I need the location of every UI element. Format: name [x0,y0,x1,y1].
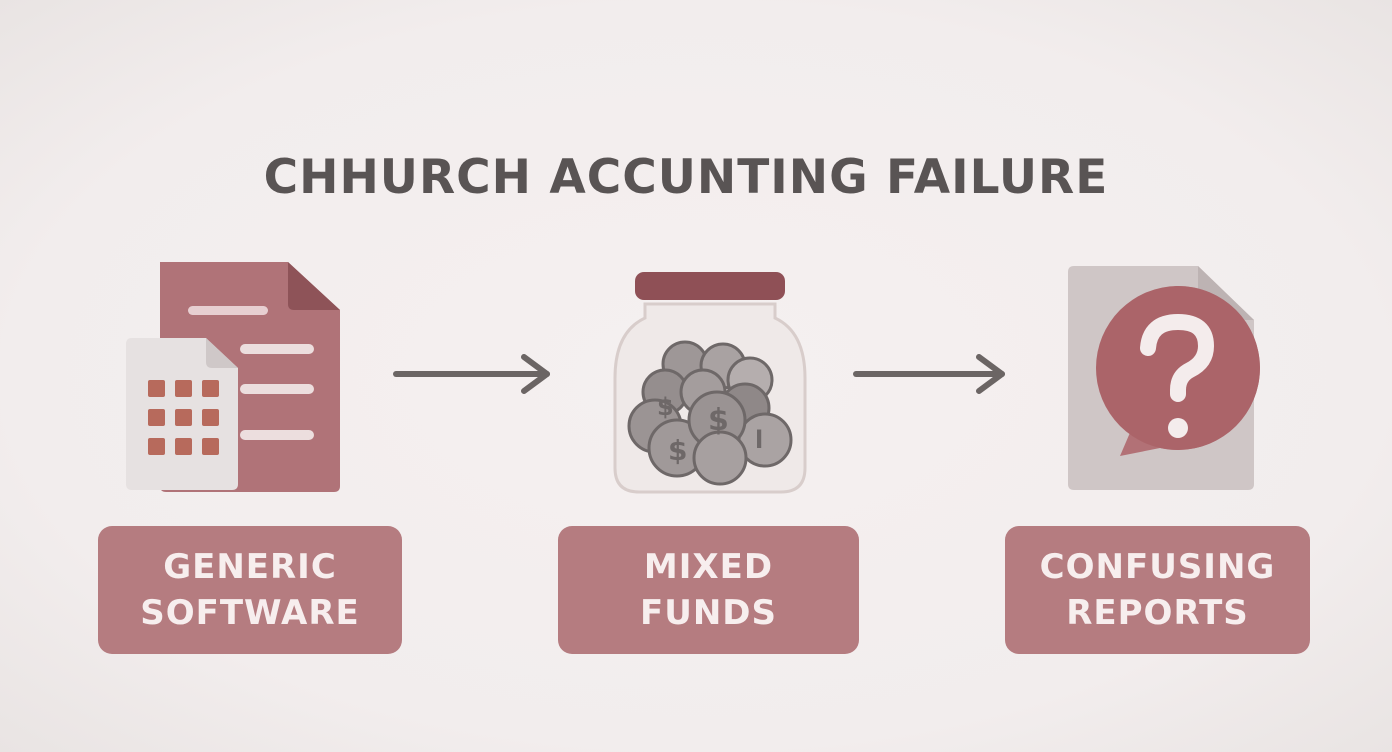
step-label-line1: GENERIC [163,547,337,587]
step-label-mixed-funds: MIXED FUNDS [558,526,859,654]
arrow-right-icon [392,352,557,396]
question-report-icon [1064,262,1264,496]
svg-text:$: $ [708,403,729,438]
svg-text:$: $ [657,393,674,421]
step-label-line2: REPORTS [1066,593,1249,633]
svg-text:l: l [755,426,763,454]
step-label-generic-software: GENERIC SOFTWARE [98,526,402,654]
step-label-confusing-reports: CONFUSING REPORTS [1005,526,1310,654]
spreadsheet-document-icon [120,258,345,496]
step-label-line1: CONFUSING [1039,547,1276,587]
svg-text:$: $ [668,434,687,467]
coin-jar-icon: $ $ $ l [605,268,815,498]
step-label-line1: MIXED [643,547,774,587]
arrow-right-icon [852,352,1012,396]
step-label-line2: SOFTWARE [140,593,360,633]
step-label-line2: FUNDS [640,593,777,633]
diagram-title: CHHURCH ACCUNTING FAILURE [263,150,1109,205]
